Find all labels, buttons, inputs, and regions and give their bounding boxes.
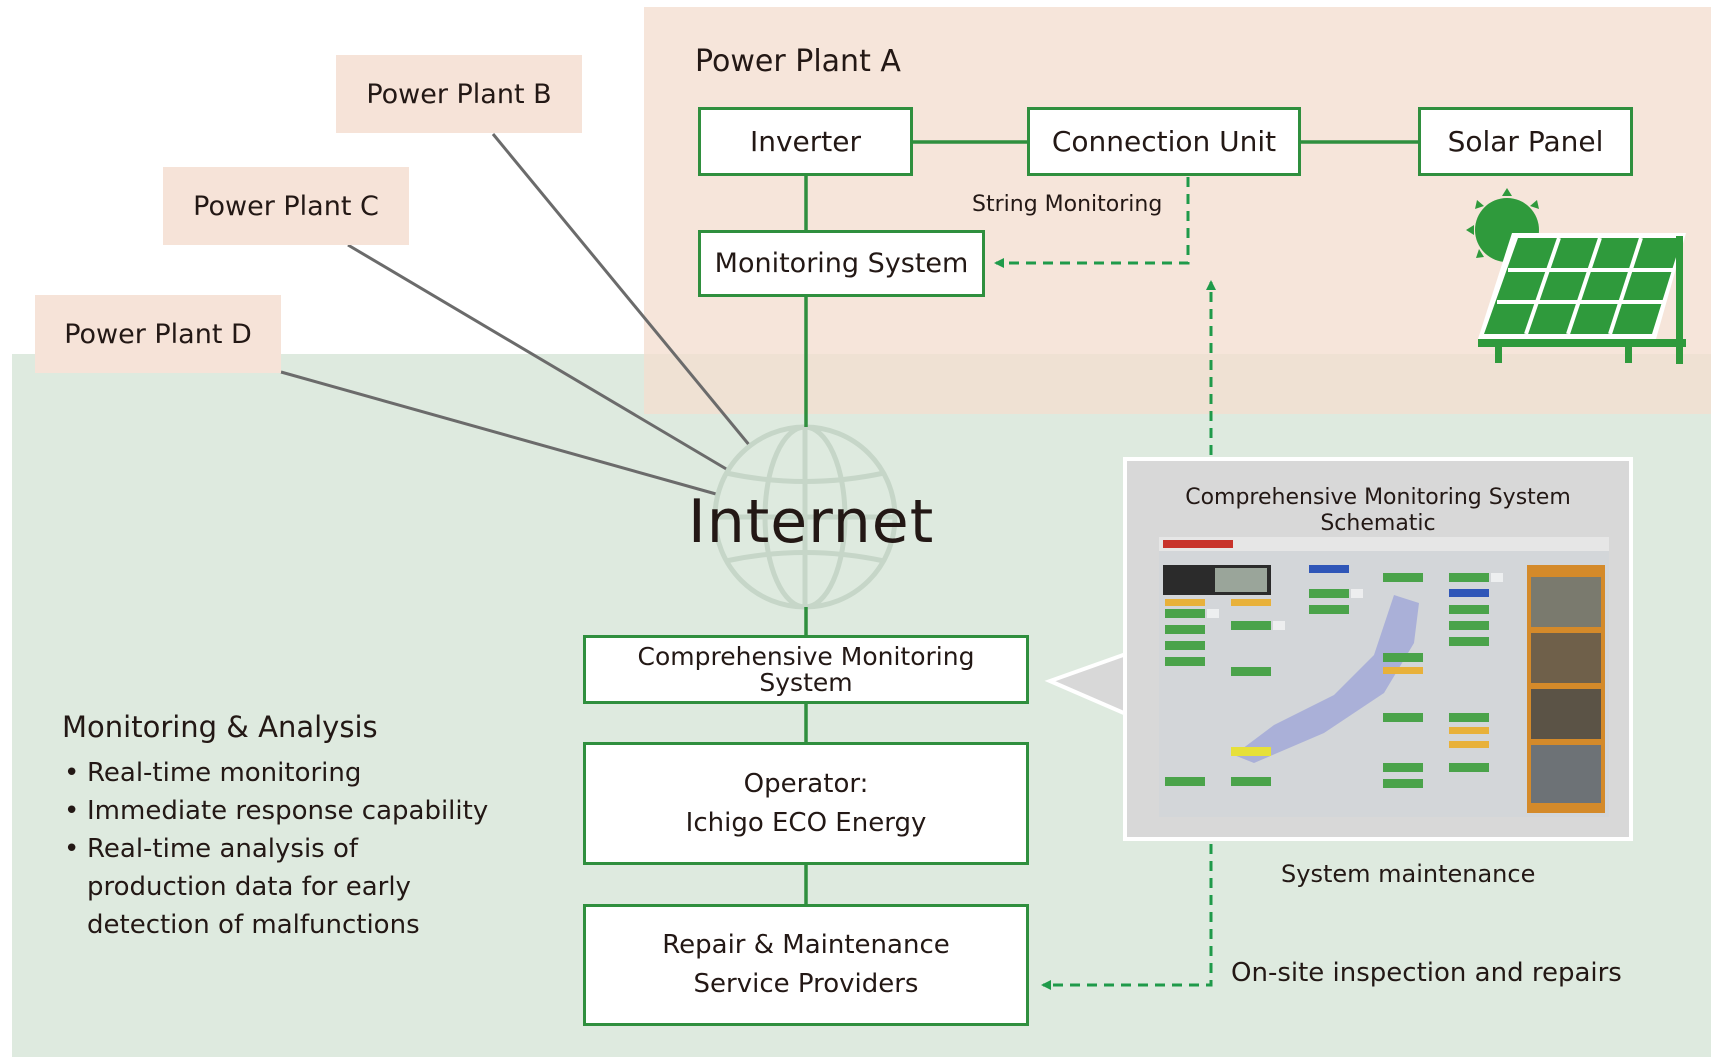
operator-label: Operator: Ichigo ECO Energy	[685, 768, 927, 838]
onsite-repair-arrow	[1041, 844, 1213, 990]
power-plant-c-label: Power Plant C	[193, 190, 379, 222]
repair-maintenance-label: Repair & Maintenance Service Providers	[662, 930, 950, 999]
inverter-label: Inverter	[749, 125, 862, 158]
repair-maintenance-box: Repair & Maintenance Service Providers	[583, 904, 1029, 1026]
power-plant-a-title: Power Plant A	[695, 44, 901, 79]
power-plant-b-label: Power Plant B	[366, 78, 552, 110]
power-plant-d-label: Power Plant D	[64, 318, 252, 350]
comprehensive-monitoring-label: Comprehensive Monitoring System	[637, 641, 975, 697]
connection-unit-label: Connection Unit	[1051, 125, 1277, 158]
monitoring-analysis-list: Real-time monitoring Immediate response …	[62, 754, 488, 944]
solar-panel-icon	[1466, 188, 1686, 364]
internet-label: Internet	[688, 487, 935, 557]
connection-unit-box: Connection Unit	[1027, 107, 1301, 176]
monitoring-item: Immediate response capability	[62, 792, 488, 830]
power-plant-b-tag: Power Plant B	[336, 55, 582, 133]
schematic-title: Comprehensive Monitoring System Schemati…	[1185, 485, 1571, 536]
solar-panel-box: Solar Panel	[1418, 107, 1633, 176]
monitoring-analysis-title: Monitoring & Analysis	[62, 710, 378, 744]
string-monitoring-arrow	[994, 177, 1190, 268]
operator-box: Operator: Ichigo ECO Energy	[583, 742, 1029, 865]
solar-panel-label: Solar Panel	[1447, 125, 1604, 158]
power-plant-c-tag: Power Plant C	[163, 167, 409, 245]
system-maintenance-label: System maintenance	[1281, 860, 1536, 888]
schematic-panel: Comprehensive Monitoring System Schemati…	[1123, 457, 1633, 841]
comprehensive-monitoring-box: Comprehensive Monitoring System	[583, 635, 1029, 704]
monitoring-item: Real-time monitoring	[62, 754, 488, 792]
onsite-inspection-label: On-site inspection and repairs	[1231, 958, 1622, 988]
connector-plant-b	[491, 133, 752, 447]
monitoring-system-label: Monitoring System	[714, 248, 969, 279]
dashboard-screenshot-image	[1159, 537, 1609, 817]
inverter-box: Inverter	[698, 107, 913, 176]
connector-plant-d	[280, 370, 717, 496]
string-monitoring-label: String Monitoring	[972, 192, 1163, 217]
schematic-pointer	[1044, 651, 1128, 718]
connector-plant-c	[347, 243, 729, 472]
monitoring-system-box: Monitoring System	[698, 230, 985, 297]
power-plant-d-tag: Power Plant D	[35, 295, 281, 373]
monitoring-item: Real-time analysis of production data fo…	[62, 830, 488, 944]
